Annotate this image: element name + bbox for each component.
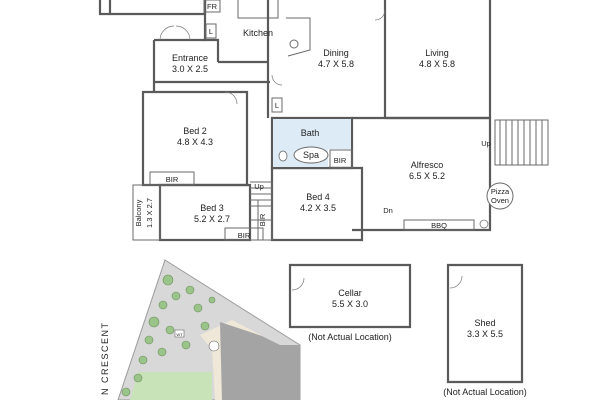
site-plan — [117, 259, 301, 400]
bed4-name: Bed 4 — [306, 192, 330, 202]
balcony-name: Balcony — [134, 199, 143, 226]
bir-bath-label: BIR — [334, 156, 347, 165]
dining-name: Dining — [323, 48, 349, 58]
spa-tub — [293, 146, 329, 164]
bath-area-2 — [328, 119, 351, 149]
shed-plan — [446, 263, 524, 384]
wt-label: WT — [176, 332, 183, 337]
up-label-mid: Up — [254, 182, 264, 191]
shed-note: (Not Actual Location) — [443, 387, 527, 397]
toilet — [278, 150, 288, 162]
pizza-label-1: Pizza — [491, 187, 510, 196]
shed-size: 3.3 X 5.5 — [467, 329, 503, 339]
bir-bed2-label: BIR — [166, 175, 179, 184]
dining-size: 4.7 X 5.8 — [318, 59, 354, 69]
l-label-top: L — [209, 27, 213, 36]
house-walls — [98, 0, 549, 242]
shed-name: Shed — [474, 318, 495, 328]
living-name: Living — [425, 48, 449, 58]
spa-label: Spa — [303, 150, 319, 160]
alfresco-name: Alfresco — [411, 160, 444, 170]
bed2-size: 4.8 X 4.3 — [177, 137, 213, 147]
cellar-plan — [288, 263, 412, 329]
kitchen-label: Kitchen — [243, 28, 273, 38]
bir-bed3-label: BIR — [238, 231, 251, 240]
alfresco-size: 6.5 X 5.2 — [409, 171, 445, 181]
bbq-icon — [479, 219, 489, 229]
bir-bed4-label: BIR — [258, 213, 267, 226]
up-label-right: Up — [481, 139, 491, 148]
bath-label: Bath — [301, 128, 320, 138]
bed3-size: 5.2 X 2.7 — [194, 214, 230, 224]
cellar-size: 5.5 X 3.0 — [332, 299, 368, 309]
bed2-name: Bed 2 — [183, 126, 207, 136]
street-label: N CRESCENT — [100, 321, 110, 395]
bed4-size: 4.2 X 3.5 — [300, 203, 336, 213]
site-trees — [121, 274, 216, 397]
pizza-oven — [486, 182, 514, 210]
l-label-mid: L — [275, 101, 279, 110]
bbq-label: BBQ — [431, 221, 447, 230]
cellar-name: Cellar — [338, 288, 362, 298]
living-size: 4.8 X 5.8 — [419, 59, 455, 69]
fr-label: FR — [207, 2, 218, 11]
entrance-name: Entrance — [172, 53, 208, 63]
entrance-size: 3.0 X 2.5 — [172, 64, 208, 74]
pizza-label-2: Oven — [491, 196, 509, 205]
cellar-note: (Not Actual Location) — [308, 332, 392, 342]
dn-label: Dn — [383, 206, 393, 215]
balcony-size: 1.3 X 2.7 — [145, 198, 154, 228]
bed3-name: Bed 3 — [200, 203, 224, 213]
